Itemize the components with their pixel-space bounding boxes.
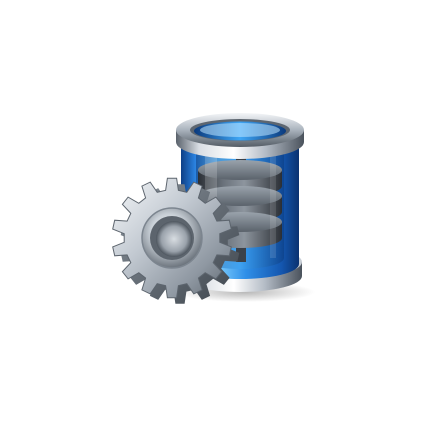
gear-icon xyxy=(112,177,240,304)
